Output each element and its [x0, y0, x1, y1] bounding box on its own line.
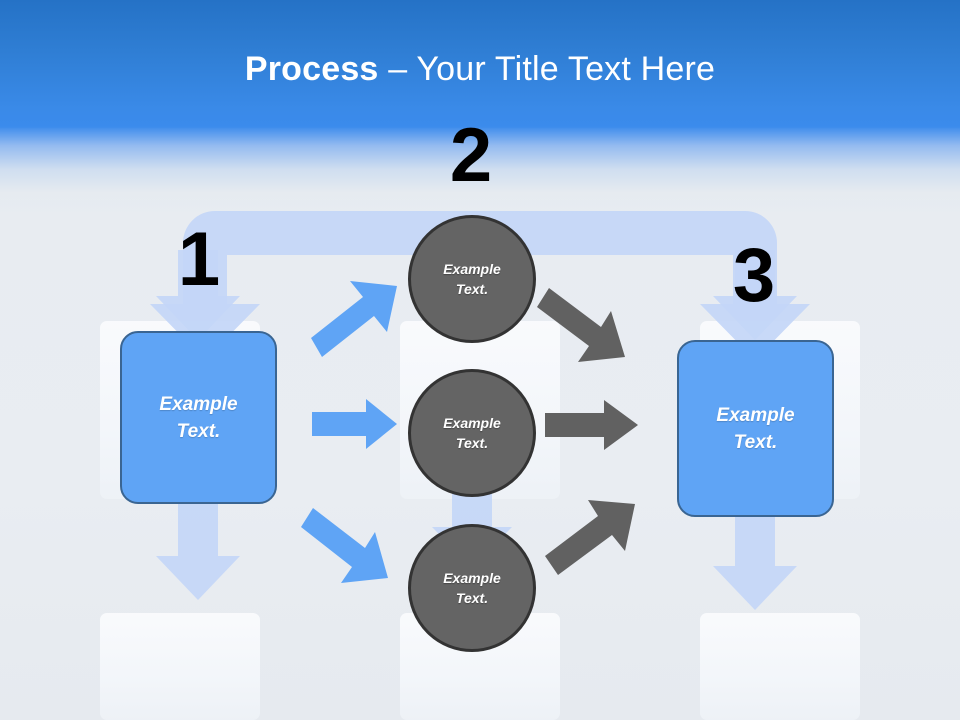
step-number-3: 3 [732, 233, 776, 318]
pale-arrow-down-right-top [713, 250, 797, 340]
gray-arrow-from-circle-bottom-icon [545, 500, 635, 575]
pale-arrow-down-right-bottom [713, 512, 797, 610]
blue-arrow-to-circle-top-icon [311, 281, 397, 357]
slide-title-rest: Your Title Text Here [416, 50, 716, 88]
background-header-band [0, 0, 960, 128]
process-circle-top[interactable]: Example Text. [408, 215, 536, 343]
background-fade [0, 126, 960, 216]
ghost-card-left-bottom [100, 613, 260, 720]
process-circle-bottom-label: Example Text. [443, 570, 501, 606]
process-circle-top-label: Example Text. [443, 261, 501, 297]
blue-arrow-to-circle-bottom-icon [301, 508, 388, 583]
process-circle-bottom[interactable]: Example Text. [408, 524, 536, 652]
pale-arrow-down-left-top [156, 250, 240, 340]
process-circle-middle[interactable]: Example Text. [408, 369, 536, 497]
process-box-left-label: Example Text. [159, 393, 238, 442]
overall-process-bracket-icon [150, 211, 810, 360]
process-box-right-label: Example Text. [716, 404, 795, 453]
ghost-card-right-bottom [700, 613, 860, 720]
pale-arrow-down-left-bottom [156, 500, 240, 600]
process-circle-middle-label: Example Text. [443, 415, 501, 451]
step-number-2: 2 [449, 113, 493, 198]
slide-title: Process – Your Title Text Here [0, 48, 960, 90]
step-number-1: 1 [177, 217, 221, 302]
gray-arrow-from-circle-top-icon [537, 288, 625, 362]
blue-arrow-to-circle-middle-icon [312, 399, 397, 449]
gray-arrow-from-circle-middle-icon [545, 400, 638, 450]
process-box-right[interactable]: Example Text. [677, 340, 834, 517]
slide-title-separator: – [378, 50, 417, 88]
slide-title-bold: Process [244, 50, 379, 88]
process-box-left[interactable]: Example Text. [120, 331, 277, 504]
